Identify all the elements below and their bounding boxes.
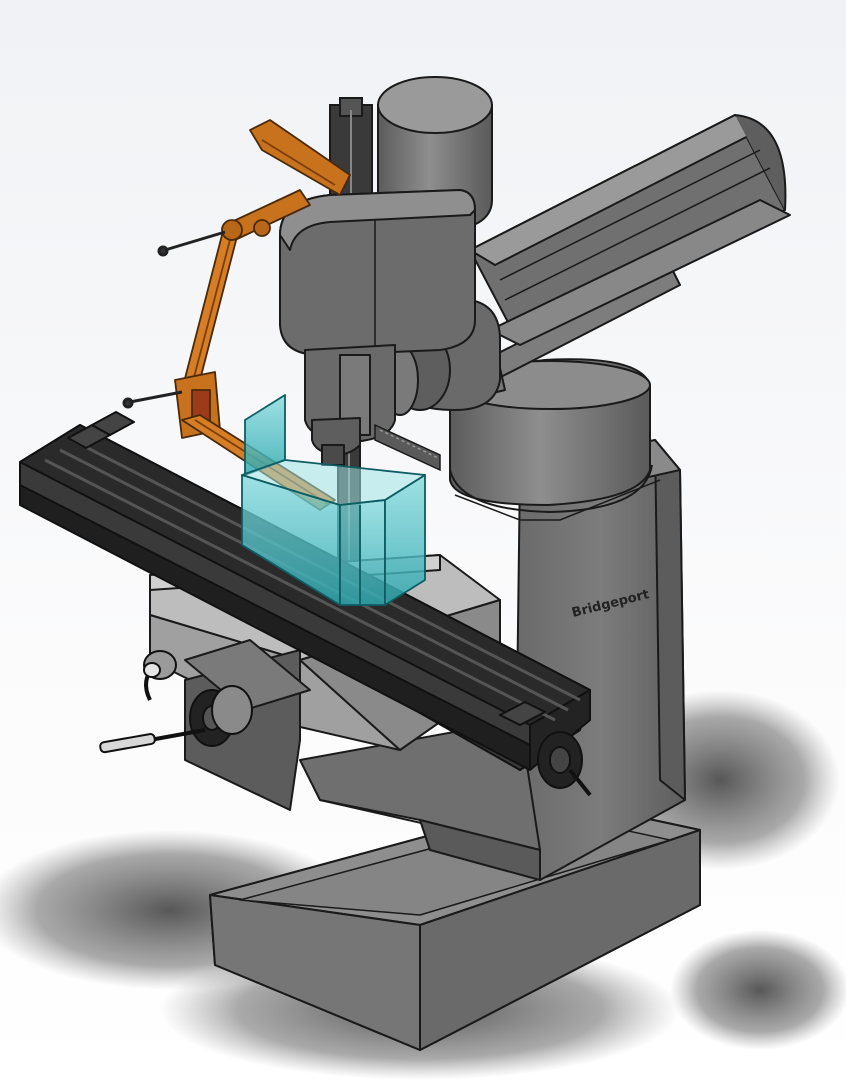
milling-head: [279, 189, 476, 466]
adjustment-rods: [122, 230, 226, 409]
table-handwheel-right: [537, 731, 592, 797]
knee-handwheel: [99, 650, 253, 754]
power-feed-rail: [374, 423, 441, 472]
chip-shield: [241, 394, 426, 606]
ram: [469, 114, 791, 396]
